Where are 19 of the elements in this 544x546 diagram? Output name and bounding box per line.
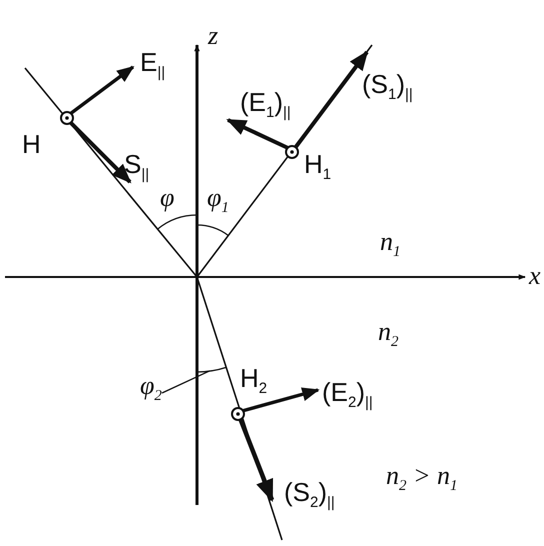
leader-line <box>162 370 210 394</box>
vector-label: (S$_{1}$)$_{||}$ <box>362 70 413 106</box>
vector-label: (E$_{1}$)$_{||}$ <box>240 88 291 124</box>
vector-label: (S$_{2}$)$_{||}$ <box>284 478 335 514</box>
point-label: H$_{1}$ <box>304 150 332 186</box>
angle-label: φ$_{1}$ <box>207 184 229 218</box>
point-label: H <box>22 130 41 158</box>
angle-label: φ <box>160 184 174 212</box>
medium-label: n$_{2}$ <box>378 318 398 352</box>
vector-label: E$_{||}$ <box>140 48 166 84</box>
vector-label: (E$_{2}$)$_{||}$ <box>322 378 373 414</box>
angle-label: φ$_{2}$ <box>140 372 162 410</box>
medium-label: n$_{2}$ > n$_{1}$ <box>386 462 458 496</box>
axis-label: z <box>208 22 218 50</box>
angle-arc <box>196 366 226 373</box>
medium-label: n$_{1}$ <box>380 228 400 262</box>
axis-label: x <box>529 262 541 290</box>
point-label: H$_{2}$ <box>240 364 268 400</box>
vector-label: S$_{||}$ <box>124 150 150 186</box>
